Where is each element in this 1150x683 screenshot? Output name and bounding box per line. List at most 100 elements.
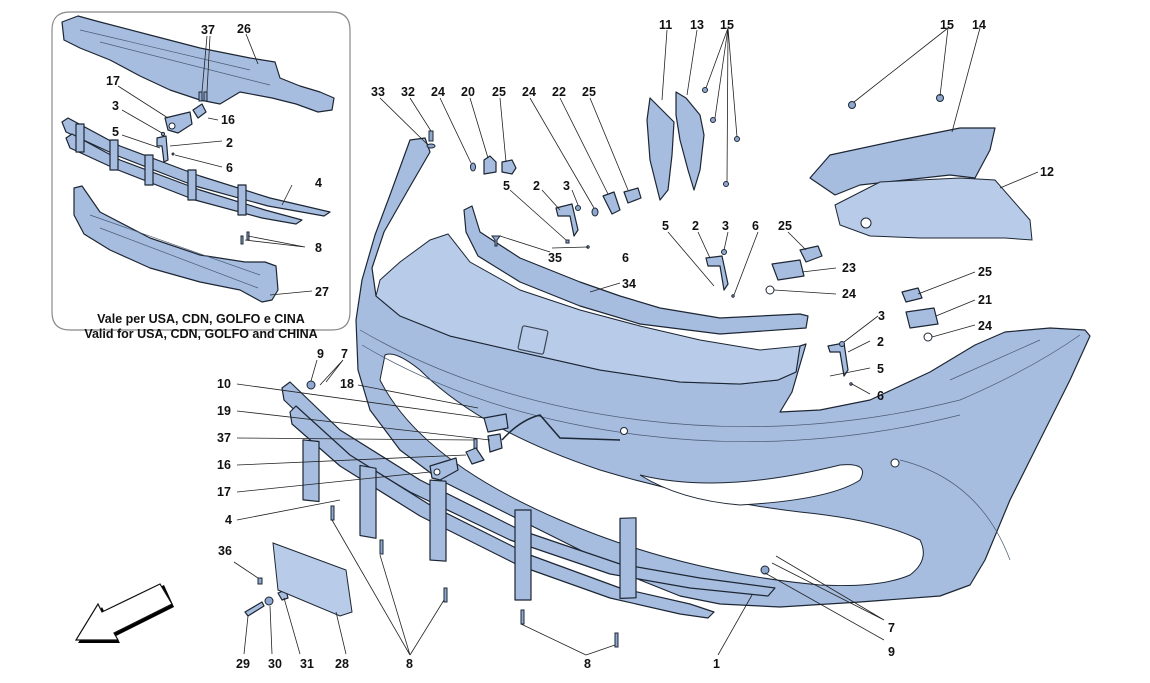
callout-34: 34 bbox=[622, 277, 636, 291]
callout-24: 24 bbox=[978, 319, 992, 333]
front-direction-arrow-icon bbox=[74, 583, 174, 643]
bracket-part-20[interactable] bbox=[483, 155, 497, 175]
grommet-part-24b[interactable] bbox=[591, 207, 599, 217]
callout-24: 24 bbox=[431, 85, 445, 99]
bracket-part-21[interactable] bbox=[905, 307, 939, 329]
pin-part-37[interactable] bbox=[473, 438, 478, 450]
callout-9: 9 bbox=[888, 645, 895, 659]
callout-2: 2 bbox=[877, 335, 884, 349]
bracket-part-22[interactable] bbox=[602, 191, 621, 215]
callout-13: 13 bbox=[690, 18, 704, 32]
callout-20: 20 bbox=[461, 85, 475, 99]
inset-callout-4: 4 bbox=[315, 176, 322, 190]
callout-23: 23 bbox=[842, 261, 856, 275]
inset-caption-it: Vale per USA, CDN, GOLFO e CINA bbox=[97, 312, 305, 326]
leader-lines bbox=[233, 27, 1039, 656]
callout-17: 17 bbox=[217, 485, 231, 499]
callout-11: 11 bbox=[659, 18, 672, 32]
callout-25: 25 bbox=[492, 85, 506, 99]
sensor-part-25c[interactable] bbox=[799, 245, 823, 263]
sensor-part-19[interactable] bbox=[487, 433, 503, 453]
callout-3: 3 bbox=[722, 219, 729, 233]
inset-part-4[interactable] bbox=[61, 117, 331, 225]
callout-4: 4 bbox=[225, 513, 232, 527]
bracket-part-2[interactable] bbox=[555, 203, 579, 237]
inset-panel: 37 26 17 16 3 2 5 6 4 8 27 Vale per USA,… bbox=[51, 11, 351, 341]
callout-1: 1 bbox=[713, 657, 720, 671]
callout-33: 33 bbox=[371, 85, 385, 99]
duct-part-14[interactable] bbox=[809, 127, 996, 196]
callout-22: 22 bbox=[552, 85, 566, 99]
bolt-part-29[interactable] bbox=[244, 601, 265, 617]
trim-part-34[interactable] bbox=[463, 205, 809, 335]
callout-24: 24 bbox=[522, 85, 536, 99]
callout-6: 6 bbox=[877, 389, 884, 403]
sensor-part-25d[interactable] bbox=[901, 287, 923, 303]
license-plate-part-28[interactable] bbox=[272, 542, 353, 617]
callout-5: 5 bbox=[877, 362, 884, 376]
inset-callout-5: 5 bbox=[112, 125, 119, 139]
inset-callout-27: 27 bbox=[315, 285, 329, 299]
inset-part-26[interactable] bbox=[61, 15, 335, 113]
duct-part-13[interactable] bbox=[675, 91, 705, 191]
callout-25: 25 bbox=[978, 265, 992, 279]
callout-7: 7 bbox=[341, 347, 348, 361]
callout-36: 36 bbox=[218, 544, 232, 558]
screw-part-36[interactable] bbox=[257, 577, 263, 585]
washer-part-30[interactable] bbox=[264, 596, 274, 606]
callout-14: 14 bbox=[972, 18, 986, 32]
callout-32: 32 bbox=[401, 85, 415, 99]
callout-3: 3 bbox=[878, 309, 885, 323]
inset-callout-8: 8 bbox=[315, 241, 322, 255]
callout-5: 5 bbox=[662, 219, 669, 233]
callout-35: 35 bbox=[548, 251, 562, 265]
inset-callout-16: 16 bbox=[221, 113, 235, 127]
callout-15: 15 bbox=[940, 18, 954, 32]
washer-part-33[interactable] bbox=[426, 143, 436, 149]
callout-21: 21 bbox=[978, 293, 992, 307]
inset-callout-17: 17 bbox=[106, 74, 120, 88]
bracket-part-2c[interactable] bbox=[827, 342, 849, 377]
inset-caption-en: Valid for USA, CDN, GOLFO and CHINA bbox=[84, 327, 317, 341]
grille-part-4[interactable] bbox=[281, 381, 776, 619]
sensor-part-25[interactable] bbox=[501, 159, 517, 175]
inset-callout-37: 37 bbox=[201, 23, 215, 37]
bracket-part-16[interactable] bbox=[465, 447, 485, 465]
callout-9: 9 bbox=[317, 347, 324, 361]
grommet-part-9[interactable] bbox=[306, 380, 316, 390]
bracket-part-10[interactable] bbox=[483, 413, 509, 433]
callout-28: 28 bbox=[335, 657, 349, 671]
shield-part-12[interactable] bbox=[834, 177, 1033, 241]
inset-callout-3: 3 bbox=[112, 99, 119, 113]
sensor-part-25b[interactable] bbox=[623, 187, 642, 204]
callout-15: 15 bbox=[720, 18, 734, 32]
callout-16: 16 bbox=[217, 458, 231, 472]
callout-29: 29 bbox=[236, 657, 250, 671]
inset-callout-6: 6 bbox=[226, 161, 233, 175]
callout-10: 10 bbox=[217, 377, 231, 391]
callout-19: 19 bbox=[217, 404, 231, 418]
callout-12: 12 bbox=[1040, 165, 1054, 179]
callout-31: 31 bbox=[300, 657, 314, 671]
bracket-part-2b[interactable] bbox=[705, 255, 729, 291]
grommet-part-24[interactable] bbox=[470, 162, 476, 172]
callout-6: 6 bbox=[752, 219, 759, 233]
callout-2: 2 bbox=[692, 219, 699, 233]
inset-part-16[interactable] bbox=[192, 103, 207, 119]
screw-part-32[interactable] bbox=[428, 130, 434, 142]
callout-8: 8 bbox=[584, 657, 591, 671]
inset-callout-2: 2 bbox=[226, 136, 233, 150]
callout-37: 37 bbox=[217, 431, 231, 445]
callout-25: 25 bbox=[582, 85, 596, 99]
inset-part-27[interactable] bbox=[73, 185, 279, 303]
grommet-part-9b[interactable] bbox=[760, 565, 770, 575]
bracket-part-23[interactable] bbox=[771, 259, 805, 281]
callout-18: 18 bbox=[340, 377, 354, 391]
inset-callout-26: 26 bbox=[237, 22, 251, 36]
callout-5: 5 bbox=[503, 179, 510, 193]
callout-30: 30 bbox=[268, 657, 282, 671]
shield-part-11[interactable] bbox=[646, 97, 675, 201]
callout-24: 24 bbox=[842, 287, 856, 301]
callout-25: 25 bbox=[778, 219, 792, 233]
